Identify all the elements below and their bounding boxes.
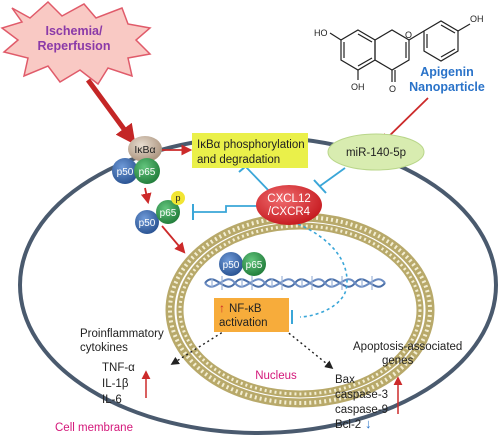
chem-o-ring: O — [405, 30, 412, 40]
p65-label-1: p65 — [139, 167, 156, 178]
chem-ho-left: HO — [314, 28, 328, 38]
nfkb-activation-box — [214, 298, 289, 332]
phospho-p65-complex: p50 p65 p — [135, 191, 185, 234]
phospho-label: p — [175, 193, 180, 203]
nfkb-label-line2: activation — [219, 317, 268, 329]
chem-oh-top: OH — [470, 14, 484, 24]
bcl2-down-arrow: ↓ — [365, 416, 372, 431]
cxcl12-label-line1: CXCL12 — [267, 193, 310, 205]
gene-caspase-3: caspase-3 — [335, 389, 388, 401]
ikba-label: IκBα — [134, 144, 155, 156]
nfkb-up-arrow: ↑ — [219, 301, 225, 315]
ir-to-ikba-arrow — [85, 78, 136, 145]
nucleus — [165, 212, 435, 408]
cytokines-heading-line2: cytokines — [80, 342, 128, 354]
p50-label-2: p50 — [139, 218, 156, 229]
cxcl12-cxcr4-node — [256, 185, 322, 225]
drug-label-line2: Nanoparticle — [409, 80, 485, 94]
cxcl-inhibits-p65-line — [194, 205, 258, 213]
gene-bax: Bax — [335, 374, 355, 386]
p65-label-2: p65 — [160, 208, 177, 219]
p50-label-3: p50 — [223, 260, 240, 271]
stimulus-label-line1: Ischemia/ — [46, 24, 104, 38]
apoptosis-heading-line1: Apoptosis-associated — [353, 341, 462, 353]
nuclear-p50-p65: p50 p65 — [219, 252, 266, 276]
ikba-to-p50p65-arrow — [140, 187, 152, 205]
drug-label-line1: Apigenin — [420, 65, 473, 79]
cytokine-il1b: IL-1β — [102, 378, 129, 390]
mir-inhibits-cxcl-bar — [313, 179, 327, 194]
chem-o-keto: O — [389, 84, 396, 94]
ikba-degradation-line1: IκBα phosphorylation — [197, 139, 305, 151]
ikba-complex: IκBα p50 p65 — [112, 136, 162, 184]
mir-inhibits-cxcl-line — [319, 167, 346, 187]
nfkb-to-cytokines-arrow — [170, 329, 227, 365]
apigenin-structure — [329, 20, 471, 82]
cxcl-inhibits-nfkb-line — [297, 223, 348, 318]
mir-140-5p-node — [327, 133, 425, 171]
gene-caspase-9: caspase-9 — [335, 404, 388, 416]
cytokines-heading-line1: Proinflammatory — [80, 328, 164, 340]
ikba-degradation-line2: and degradation — [197, 154, 280, 166]
nfkb-to-apoptosis-arrow — [284, 329, 334, 370]
stimulus-label-line2: Reperfusion — [38, 39, 111, 53]
cytokine-tnf: TNF-α — [102, 362, 135, 374]
dna-helix — [204, 276, 386, 290]
cytokine-il6: IL-6 — [102, 394, 122, 406]
mir-140-5p-label: miR-140-5p — [346, 147, 406, 159]
cell-membrane-label: Cell membrane — [55, 422, 133, 434]
gene-bcl-2: Bcl-2 — [335, 419, 361, 431]
apoptosis-heading-line2: genes — [382, 355, 414, 367]
ischemia-reperfusion-burst: Ischemia/ Reperfusion — [0, 0, 152, 86]
ikba-degradation-box — [192, 133, 308, 168]
p65-label-3: p65 — [246, 260, 263, 271]
cxcl-inhibits-degradation-line — [245, 166, 271, 193]
chem-oh-bottom: OH — [351, 82, 365, 92]
nucleus-label: Nucleus — [255, 370, 297, 382]
nfkb-label-line1: NF-κB — [229, 303, 262, 315]
p50p65-to-nucleus-arrow — [161, 225, 186, 254]
p50-label-1: p50 — [117, 167, 134, 178]
cxcl12-label-line2: /CXCR4 — [268, 206, 311, 218]
